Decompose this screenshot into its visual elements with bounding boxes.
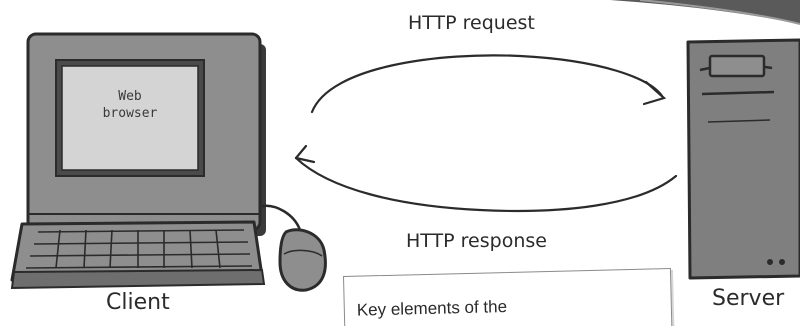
- screen-label-line-2: browser: [102, 106, 158, 121]
- key-elements-note: Key elements of the: [343, 267, 673, 326]
- page-curl-highlight: [639, 0, 800, 25]
- page-curl-shadow: [610, 0, 800, 24]
- screen-label-line-1: Web: [118, 89, 142, 104]
- response-label: HTTP response: [406, 230, 547, 252]
- keyboard: [10, 220, 266, 290]
- monitor: [26, 32, 266, 236]
- response-arrow: [294, 144, 678, 213]
- request-label: HTTP request: [408, 12, 535, 34]
- note-text: Key elements of the: [356, 297, 508, 320]
- server-tower: [686, 38, 800, 280]
- monitor-screen: [61, 65, 199, 171]
- server-label: Server: [712, 286, 785, 311]
- request-arrow: [310, 54, 667, 114]
- screen-label: Web browser: [70, 88, 190, 122]
- client-label: Client: [106, 290, 170, 315]
- mouse: [261, 204, 327, 292]
- client-computer: [10, 32, 327, 292]
